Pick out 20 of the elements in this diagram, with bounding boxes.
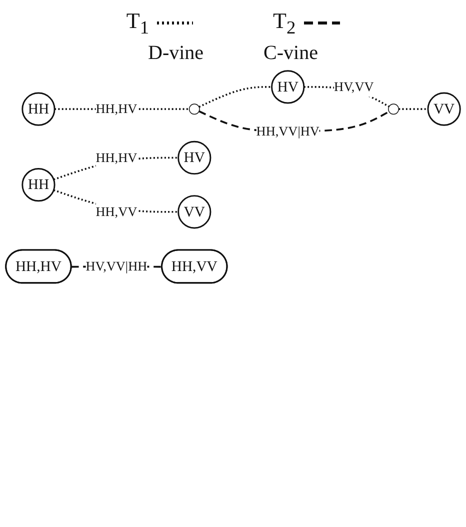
edge-label: HH,HV (96, 150, 138, 166)
edge-label: HH,HV (96, 102, 138, 116)
edge-label: HH,VV (96, 204, 138, 220)
section-heading: D-vine (148, 42, 204, 66)
edge-label: HV,VV (334, 80, 374, 94)
node-circle: HH (22, 92, 56, 126)
section-heading: C-vine (264, 42, 318, 66)
legend-label: T$_{1}$ (126, 8, 149, 38)
node-circle: VV (427, 92, 461, 126)
edge-label: HH,VV|HV (256, 124, 320, 139)
node-point (188, 104, 200, 115)
node-circle: HV (271, 70, 305, 104)
legend-label: T$_{2}$ (273, 8, 296, 38)
connector (198, 86, 272, 108)
connector (398, 108, 428, 110)
edge-label: HV,VV|HH (86, 259, 148, 274)
node-circle: HV (178, 141, 212, 175)
node-circle: VV (178, 195, 212, 230)
node-circle: HH (22, 168, 56, 202)
node-point (388, 104, 400, 115)
